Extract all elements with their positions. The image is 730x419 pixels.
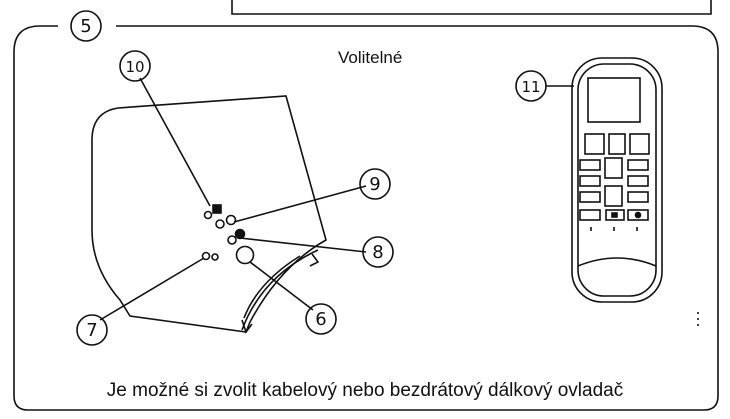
optional-label: Volitelné xyxy=(338,48,403,67)
svg-text:10: 10 xyxy=(125,58,144,76)
svg-text:8: 8 xyxy=(372,242,383,263)
panel-components xyxy=(201,204,255,265)
section-number: 5 xyxy=(80,16,91,37)
panel-arc-outer xyxy=(241,249,319,331)
svg-text:6: 6 xyxy=(315,309,326,330)
callout-10: 10 xyxy=(119,50,151,82)
leader-7 xyxy=(99,257,205,321)
section-frame xyxy=(13,25,719,411)
callout-11: 11 xyxy=(515,70,547,102)
callout-8: 8 xyxy=(362,236,394,268)
svg-text:11: 11 xyxy=(521,78,540,96)
callout-6: 6 xyxy=(305,303,337,335)
remote-controller xyxy=(571,57,663,303)
callout-7: 7 xyxy=(76,314,108,346)
leader-9 xyxy=(233,185,367,223)
top-box-fragment xyxy=(231,0,712,15)
leader-6 xyxy=(249,261,314,311)
panel-tab-right xyxy=(309,253,320,267)
panel-tab-bottom xyxy=(241,319,253,334)
panel-arc-inner xyxy=(243,255,301,319)
leader-10 xyxy=(139,77,211,207)
section-number-callout: 5 xyxy=(70,10,102,42)
svg-text:9: 9 xyxy=(369,174,380,195)
svg-text:7: 7 xyxy=(86,320,97,341)
figure-caption: Je možné si zvolit kabelový nebo bezdrát… xyxy=(106,380,624,401)
callout-9: 9 xyxy=(359,168,391,200)
leader-8 xyxy=(239,237,367,253)
indoor-unit-panel xyxy=(91,95,327,333)
